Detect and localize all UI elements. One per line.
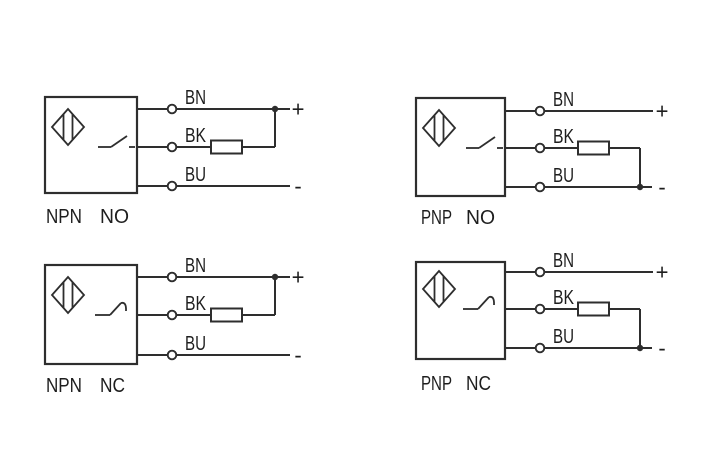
junction-dot bbox=[271, 105, 279, 113]
junction-dot bbox=[271, 273, 279, 281]
terminal-circle-bk bbox=[534, 142, 546, 154]
plus-sign: + bbox=[656, 260, 669, 285]
terminal-circle-bu bbox=[534, 342, 546, 354]
sensor-body-npn-no bbox=[43, 95, 139, 195]
wire-label-bu: BU bbox=[553, 165, 574, 187]
switch-nc-hook bbox=[488, 295, 495, 306]
diagram-caption-npn-no-1: NO bbox=[100, 206, 129, 228]
load-resistor bbox=[577, 140, 610, 156]
switch-no-arm bbox=[110, 135, 128, 148]
wire-label-bn: BN bbox=[553, 89, 574, 111]
switch-nc-hook bbox=[120, 301, 127, 312]
terminal-circle-bn bbox=[534, 105, 546, 117]
wire-label-bn: BN bbox=[185, 87, 206, 109]
terminal-circle-bk bbox=[534, 303, 546, 315]
terminal-circle-bk bbox=[166, 309, 178, 321]
terminal-circle-bu bbox=[166, 180, 178, 192]
diagram-caption-pnp-no-0: PNP bbox=[421, 207, 452, 229]
diagram-caption-pnp-nc-0: PNP bbox=[421, 373, 452, 395]
sensor-body-pnp-nc bbox=[414, 260, 507, 361]
diagram-caption-pnp-no-1: NO bbox=[466, 207, 495, 229]
wire-label-bu: BU bbox=[185, 164, 206, 186]
wire-label-bn: BN bbox=[185, 255, 206, 277]
wire-label-bk: BK bbox=[553, 126, 575, 148]
sensor-body-npn-nc bbox=[43, 263, 139, 366]
wire-label-bk: BK bbox=[553, 287, 575, 309]
wire-label-bk: BK bbox=[185, 293, 207, 315]
diagram-caption-pnp-nc-1: NC bbox=[466, 373, 491, 395]
terminal-circle-bn bbox=[166, 103, 178, 115]
plus-sign: + bbox=[656, 99, 669, 124]
wire-label-bu: BU bbox=[553, 326, 574, 348]
switch-no-arm bbox=[478, 136, 496, 149]
diagram-caption-npn-no-0: NPN bbox=[46, 206, 82, 228]
switch-nc-arm bbox=[477, 296, 490, 310]
minus-sign: - bbox=[658, 175, 665, 200]
terminal-circle-bk bbox=[166, 141, 178, 153]
diagram-caption-npn-nc-0: NPN bbox=[46, 375, 82, 397]
load-resistor bbox=[577, 301, 610, 317]
diagram-caption-npn-nc-1: NC bbox=[100, 375, 125, 397]
junction-dot bbox=[636, 344, 644, 352]
plus-sign: + bbox=[292, 97, 305, 122]
terminal-circle-bu bbox=[534, 181, 546, 193]
terminal-circle-bu bbox=[166, 349, 178, 361]
wire-label-bk: BK bbox=[185, 125, 207, 147]
terminal-circle-bn bbox=[166, 271, 178, 283]
minus-sign: - bbox=[294, 343, 301, 368]
load-resistor bbox=[210, 307, 243, 323]
wire-label-bu: BU bbox=[185, 333, 206, 355]
plus-sign: + bbox=[292, 265, 305, 290]
minus-sign: - bbox=[658, 336, 665, 361]
switch-nc-arm bbox=[109, 302, 122, 316]
terminal-circle-bn bbox=[534, 266, 546, 278]
sensor-body-pnp-no bbox=[414, 96, 507, 198]
junction-dot bbox=[636, 183, 644, 191]
minus-sign: - bbox=[294, 174, 301, 199]
load-resistor bbox=[210, 139, 243, 155]
wire-label-bn: BN bbox=[553, 250, 574, 272]
